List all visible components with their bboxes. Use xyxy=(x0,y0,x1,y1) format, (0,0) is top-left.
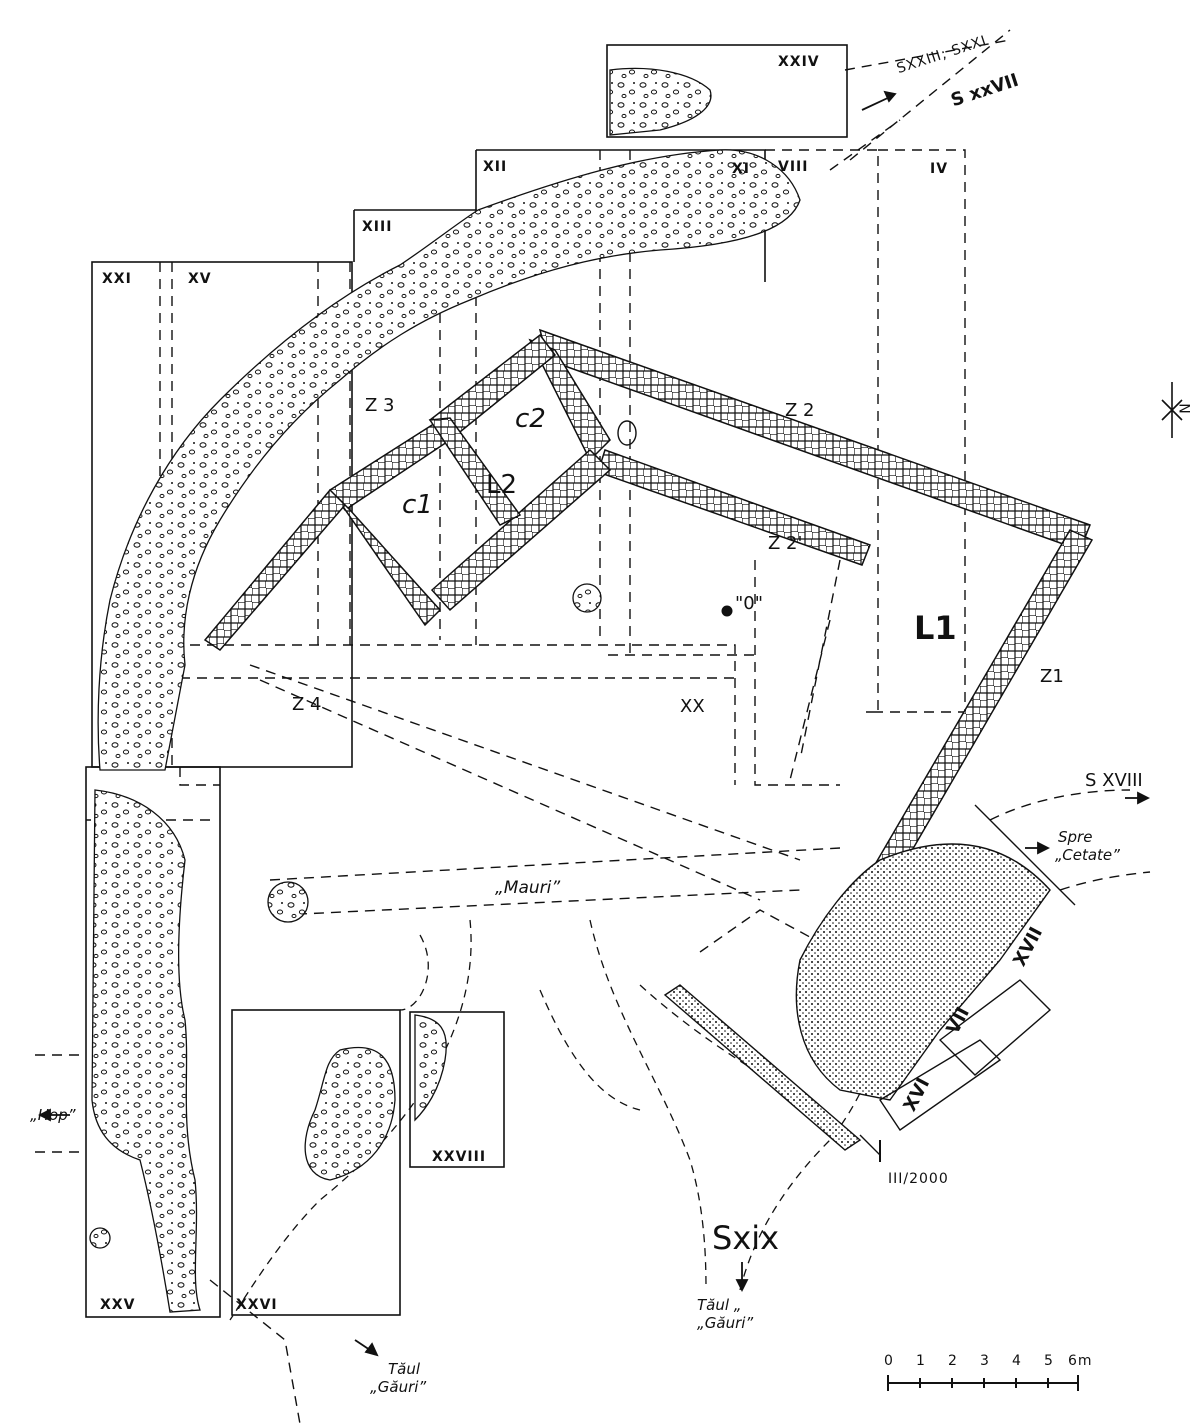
stone-walls xyxy=(203,328,1094,942)
feature-label-z2-prime: Z 2' xyxy=(768,533,803,554)
feature-label-l2: L2 xyxy=(486,470,518,500)
trench-label-xxvi: XXVI xyxy=(236,1297,278,1313)
trench-outlines xyxy=(85,44,848,1318)
trench-label-viii: VIII xyxy=(778,159,809,175)
origin-label: "0" xyxy=(735,593,764,614)
rubble-xxviii xyxy=(414,1014,447,1122)
trench-label-xx: XX xyxy=(680,696,705,717)
rubble-xxvi xyxy=(304,1046,396,1181)
scale-tick: 4 xyxy=(1012,1353,1022,1369)
scale-tick: 3 xyxy=(980,1353,990,1369)
annotation-spre: Spre xyxy=(1058,828,1093,846)
annotation-hop: „Hop” xyxy=(30,1106,76,1124)
trench-xxiv xyxy=(606,44,848,138)
section-label-sxix: Sxix xyxy=(712,1219,780,1257)
trench-label-xxiv: XXIV xyxy=(778,54,820,70)
wall-l2-south xyxy=(430,448,612,612)
wall-l1-north xyxy=(538,328,1091,551)
feature-label-z2: Z 2 xyxy=(785,400,815,421)
annotation-taul-gauri-1b: „Găuri” xyxy=(370,1378,427,1396)
annotation-taul-gauri-2a: Tăul „ xyxy=(697,1296,742,1314)
arrows xyxy=(37,90,1151,1357)
trench-xxviii xyxy=(409,1011,505,1168)
misc-marks xyxy=(617,420,881,1162)
scale-tick: 0 xyxy=(884,1353,894,1369)
trench-label-xxi: XXI xyxy=(102,271,132,287)
annotation-cetate: „Cetate” xyxy=(1055,846,1120,864)
annotation-mauri: „Mauri” xyxy=(495,878,561,898)
north-label: N xyxy=(1175,403,1192,415)
trench-label-xi: XI xyxy=(732,161,751,177)
section-label-iii-2000: III/2000 xyxy=(888,1171,949,1187)
feature-label-z4: Z 4 xyxy=(292,694,322,715)
feature-label-z1: Z1 xyxy=(1040,666,1064,687)
wall-l1-inner xyxy=(597,449,871,566)
rubble-arc-band xyxy=(97,149,801,771)
origin-point xyxy=(721,605,733,617)
rubble-xxv xyxy=(91,789,201,1313)
scale-tick: 5 xyxy=(1044,1353,1054,1369)
trench-label-xv: XV xyxy=(188,271,212,287)
feature-label-l1: L1 xyxy=(914,609,957,647)
room-label-c2: c2 xyxy=(515,404,546,434)
room-label-c1: c1 xyxy=(402,490,433,520)
trench-label-xii: XII xyxy=(483,159,508,175)
section-label-sxviii: S XVIII xyxy=(1085,770,1143,791)
rubble-zones xyxy=(89,67,801,1313)
trench-label-xiii: XIII xyxy=(362,219,393,235)
dotted-zone xyxy=(663,804,1076,1160)
trench-xxvi xyxy=(231,1009,401,1316)
rubble-xxiv xyxy=(609,67,712,136)
trench-label-xxv: XXV xyxy=(100,1297,136,1313)
annotation-taul-gauri-1a: Tăul xyxy=(388,1360,421,1378)
trench-label-iv: IV xyxy=(930,161,949,177)
annotation-taul-gauri-2b: „Găuri” xyxy=(697,1314,754,1332)
scale-tick: 2 xyxy=(948,1353,958,1369)
scale-bar xyxy=(887,1375,1079,1391)
scale-tick: 6m xyxy=(1068,1353,1093,1369)
feature-label-z3: Z 3 xyxy=(365,395,395,416)
north-arrow-icon xyxy=(1161,382,1183,438)
scale-tick: 1 xyxy=(916,1353,926,1369)
wall-c1-mid xyxy=(428,417,522,526)
wall-west-spur xyxy=(203,488,347,651)
trench-label-xxviii: XXVIII xyxy=(432,1149,487,1165)
